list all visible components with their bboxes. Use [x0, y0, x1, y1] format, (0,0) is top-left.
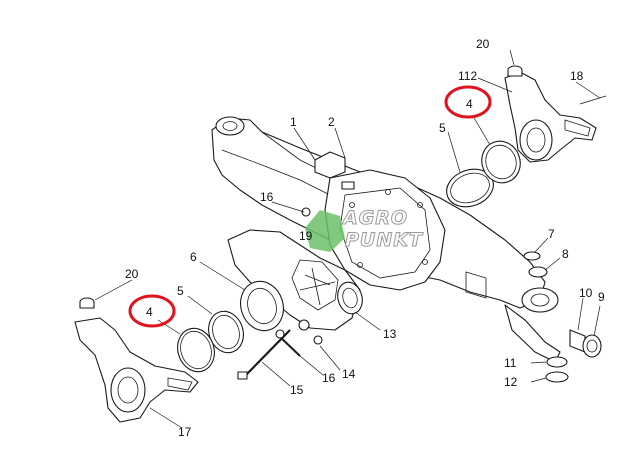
highlight-circle-right	[444, 85, 492, 119]
left-seal-rings	[177, 280, 284, 373]
label-part-19: 19	[299, 229, 313, 243]
label-part-20-left: 20	[125, 267, 139, 281]
watermark-line1: AGRO	[341, 207, 408, 229]
watermark-logo: AGRO PUNKT	[305, 207, 424, 252]
right-steering-knuckle	[504, 65, 607, 163]
label-part-9: 9	[598, 290, 605, 304]
label-part-18: 18	[570, 69, 584, 83]
highlight-circle-left	[128, 294, 176, 328]
right-hub-parts	[523, 251, 602, 383]
label-part-4-right: 4	[466, 97, 473, 111]
label-part-5-left: 5	[177, 284, 184, 298]
label-part-14: 14	[342, 367, 356, 381]
label-part-20-right: 20	[476, 37, 490, 51]
left-steering-knuckle	[74, 297, 199, 423]
label-part-5-right: 5	[439, 121, 446, 135]
label-part-16-bottom: 16	[322, 371, 336, 385]
label-part-15: 15	[290, 383, 304, 397]
label-part-11: 11	[504, 356, 517, 370]
label-part-17: 17	[178, 425, 192, 439]
label-part-13: 13	[383, 327, 397, 341]
label-part-12: 12	[504, 375, 518, 389]
right-seal-rings	[446, 140, 521, 208]
leaf-logo-icon	[305, 210, 345, 252]
label-part-7: 7	[548, 227, 555, 241]
leader-lines	[94, 49, 601, 429]
watermark-line2: PUNKT	[345, 229, 424, 251]
bolts	[237, 207, 323, 380]
label-part-112: 112	[458, 69, 477, 83]
label-part-2: 2	[328, 115, 335, 129]
part-labels: 1 2 5 4 112 20 18 16 19 6 5 4 20 13 14 1…	[125, 37, 605, 439]
label-part-10: 10	[579, 286, 593, 300]
label-part-8: 8	[562, 247, 569, 261]
highlight-marks	[128, 85, 492, 328]
axle-housing	[211, 116, 561, 363]
label-part-16-top: 16	[260, 190, 274, 204]
label-part-4-left: 4	[146, 305, 153, 319]
label-part-1: 1	[290, 115, 297, 129]
label-part-6: 6	[190, 250, 197, 264]
